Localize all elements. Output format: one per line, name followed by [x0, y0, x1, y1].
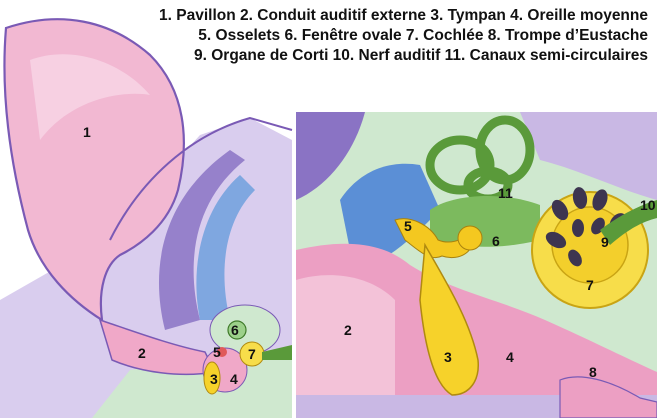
label-r-conduit-auditif: 2 — [344, 322, 352, 338]
label-r-cochlee: 7 — [586, 277, 594, 293]
label-r-trompe-eustache: 8 — [589, 364, 597, 380]
right-stapes-footplate — [458, 226, 482, 250]
right-panel: 2 3 4 5 6 7 8 9 10 11 — [296, 112, 657, 418]
label-cochlee: 7 — [248, 346, 256, 362]
label-conduit-auditif: 2 — [138, 345, 146, 361]
label-pavillon: 1 — [83, 124, 91, 140]
label-osselets: 5 — [213, 344, 221, 360]
label-r-canaux-semi-circulaires: 11 — [498, 185, 513, 201]
label-r-fenetre-ovale: 6 — [492, 233, 500, 249]
right-vestibule — [430, 196, 540, 247]
label-fenetre-ovale: 6 — [231, 322, 239, 338]
label-r-nerf-auditif: 10 — [640, 197, 656, 213]
left-panel: 1 2 3 4 5 6 7 — [0, 19, 292, 418]
label-oreille-moyenne: 4 — [230, 371, 238, 387]
label-tympan: 3 — [210, 371, 218, 387]
label-r-oreille-moyenne: 4 — [506, 349, 514, 365]
label-r-tympan: 3 — [444, 349, 452, 365]
label-r-organe-corti: 9 — [601, 234, 609, 250]
label-r-osselets: 5 — [404, 218, 412, 234]
